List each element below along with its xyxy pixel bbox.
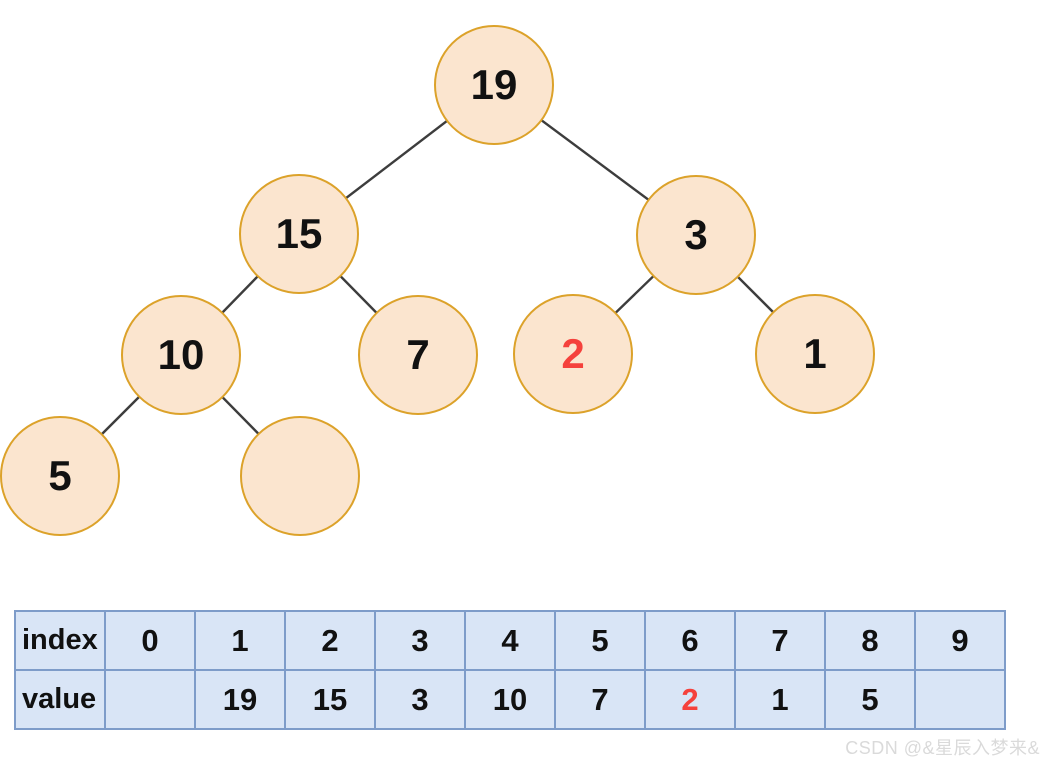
tree-node-5: 5 bbox=[0, 416, 120, 536]
tree-node-label: 15 bbox=[275, 210, 323, 257]
tree-node-15: 15 bbox=[239, 174, 359, 294]
value-cell-9 bbox=[914, 669, 1006, 730]
tree-node-label: 19 bbox=[470, 61, 518, 108]
value-cell-5: 7 bbox=[554, 669, 646, 730]
tree-node-1: 1 bbox=[755, 294, 875, 414]
tree-node-label: 5 bbox=[48, 452, 72, 499]
tree-node-label: 2 bbox=[561, 330, 585, 377]
index-cell-4: 4 bbox=[464, 610, 556, 671]
csdn-watermark: CSDN @&星辰入梦来& bbox=[845, 738, 1040, 758]
tree-node-label: 3 bbox=[684, 211, 708, 258]
value-cell-2: 15 bbox=[284, 669, 376, 730]
tree-node-19: 19 bbox=[434, 25, 554, 145]
index-row-label: index bbox=[14, 610, 106, 671]
index-cell-0: 0 bbox=[104, 610, 196, 671]
value-cell-4: 10 bbox=[464, 669, 556, 730]
value-cell-0 bbox=[104, 669, 196, 730]
index-cell-3: 3 bbox=[374, 610, 466, 671]
value-cell-7: 1 bbox=[734, 669, 826, 730]
index-cell-1: 1 bbox=[194, 610, 286, 671]
value-cell-6-highlighted: 2 bbox=[644, 669, 736, 730]
tree-node-10: 10 bbox=[121, 295, 241, 415]
index-cell-7: 7 bbox=[734, 610, 826, 671]
index-cell-6: 6 bbox=[644, 610, 736, 671]
index-cell-9: 9 bbox=[914, 610, 1006, 671]
tree-node-label: 10 bbox=[157, 331, 205, 378]
value-row-label: value bbox=[14, 669, 106, 730]
value-cell-1: 19 bbox=[194, 669, 286, 730]
tree-node-3: 3 bbox=[636, 175, 756, 295]
index-cell-5: 5 bbox=[554, 610, 646, 671]
tree-node-label: 1 bbox=[803, 330, 827, 377]
tree-node-label: 7 bbox=[406, 331, 430, 378]
value-cell-8: 5 bbox=[824, 669, 916, 730]
index-cell-2: 2 bbox=[284, 610, 376, 671]
tree-node-empty bbox=[240, 416, 360, 536]
tree-node-2-highlighted: 2 bbox=[513, 294, 633, 414]
index-cell-8: 8 bbox=[824, 610, 916, 671]
value-cell-3: 3 bbox=[374, 669, 466, 730]
heap-array-table: index 0 1 2 3 4 5 6 7 8 9 value 19 15 3 … bbox=[14, 610, 1006, 730]
value-row: value 19 15 3 10 7 2 1 5 bbox=[14, 669, 1006, 730]
index-row: index 0 1 2 3 4 5 6 7 8 9 bbox=[14, 610, 1006, 671]
tree-node-7: 7 bbox=[358, 295, 478, 415]
